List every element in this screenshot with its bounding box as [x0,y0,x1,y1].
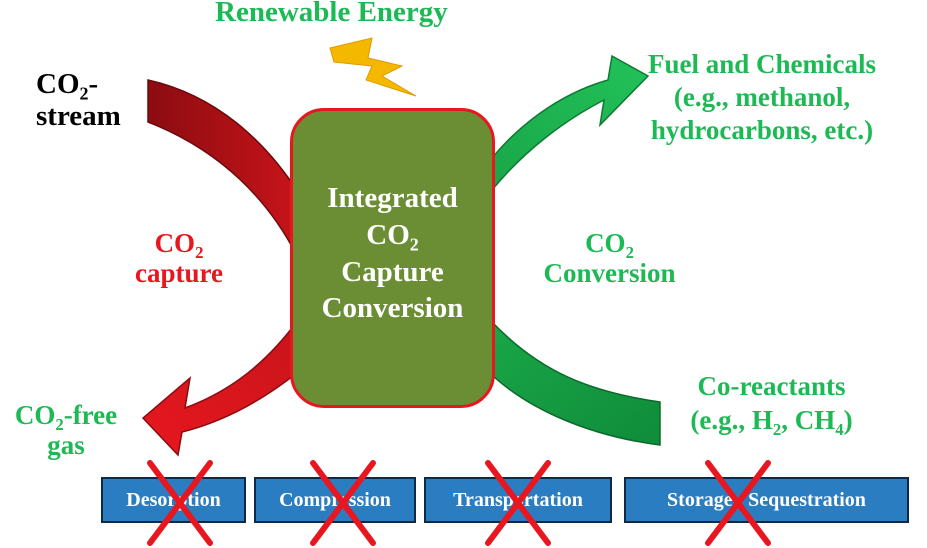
integrated-capture-conversion-text: Integrated CO2 Capture Conversion [321,182,464,325]
cross-x-icon [310,460,376,546]
fuel-chemicals-label: Fuel and Chemicals (e.g., methanol, hydr… [648,49,877,145]
co-reactants-arrow [491,320,661,446]
lightning-bolt-icon [329,37,417,97]
step-storage-sequestration: Storage / Sequestration [624,477,909,523]
co2-stream-label: CO2- stream [36,68,121,133]
fuel-chemicals-arrow [491,54,650,193]
co2-free-gas-arrow [141,317,299,457]
integrated-capture-conversion-box [290,108,495,408]
co2-free-gas-label: CO2-free gas [14,400,118,461]
cross-x-icon [705,460,771,546]
co2-capture-label: CO2 capture [135,228,223,289]
co2-conversion-label: CO2 Conversion [543,228,676,289]
renewable-energy-label: Renewable Energy [215,0,448,28]
cross-x-icon [485,460,551,546]
co-reactants-label: Co-reactants (e.g., H2, CH4) [690,371,853,439]
cross-x-icon [147,460,213,546]
